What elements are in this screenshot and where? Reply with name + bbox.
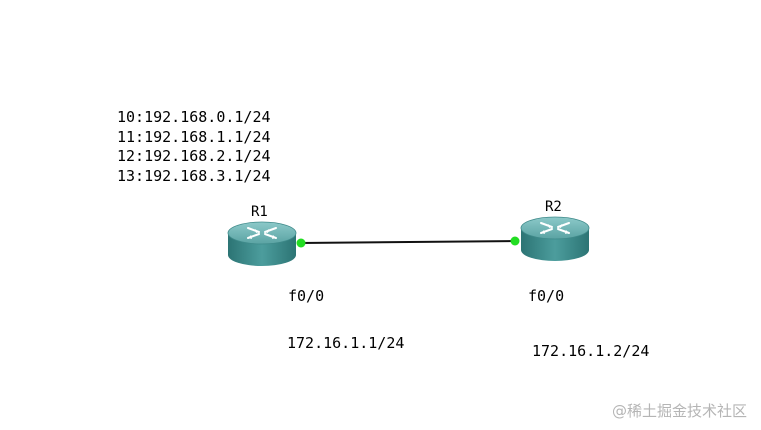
- router-icon: [227, 221, 297, 266]
- router-r1[interactable]: [227, 221, 297, 266]
- r1-interface-label: f0/0: [288, 287, 325, 305]
- link-r1-r2: [299, 240, 517, 244]
- r2-ip-label: 172.16.1.2/24: [532, 342, 650, 360]
- r2-interface-label: f0/0: [528, 287, 565, 305]
- r1-ip-label: 172.16.1.1/24: [287, 334, 405, 352]
- router-icon: [520, 216, 590, 261]
- r1-loopback-list: 10:192.168.0.1/24 11:192.168.1.1/24 12:1…: [117, 108, 271, 186]
- loopback-entry: 12:192.168.2.1/24: [117, 147, 271, 165]
- watermark: @稀土掘金技术社区: [612, 402, 748, 420]
- loopback-entry: 10:192.168.0.1/24: [117, 108, 271, 126]
- router-r2-label: R2: [545, 199, 562, 215]
- r1-f0-0-port-dot: [296, 238, 306, 248]
- loopback-entry: 11:192.168.1.1/24: [117, 127, 271, 146]
- router-r2[interactable]: [520, 216, 590, 261]
- loopback-entry: 13:192.168.3.1/24: [117, 166, 271, 185]
- r2-f0-0-port-dot: [510, 236, 520, 246]
- router-r1-label: R1: [251, 204, 268, 220]
